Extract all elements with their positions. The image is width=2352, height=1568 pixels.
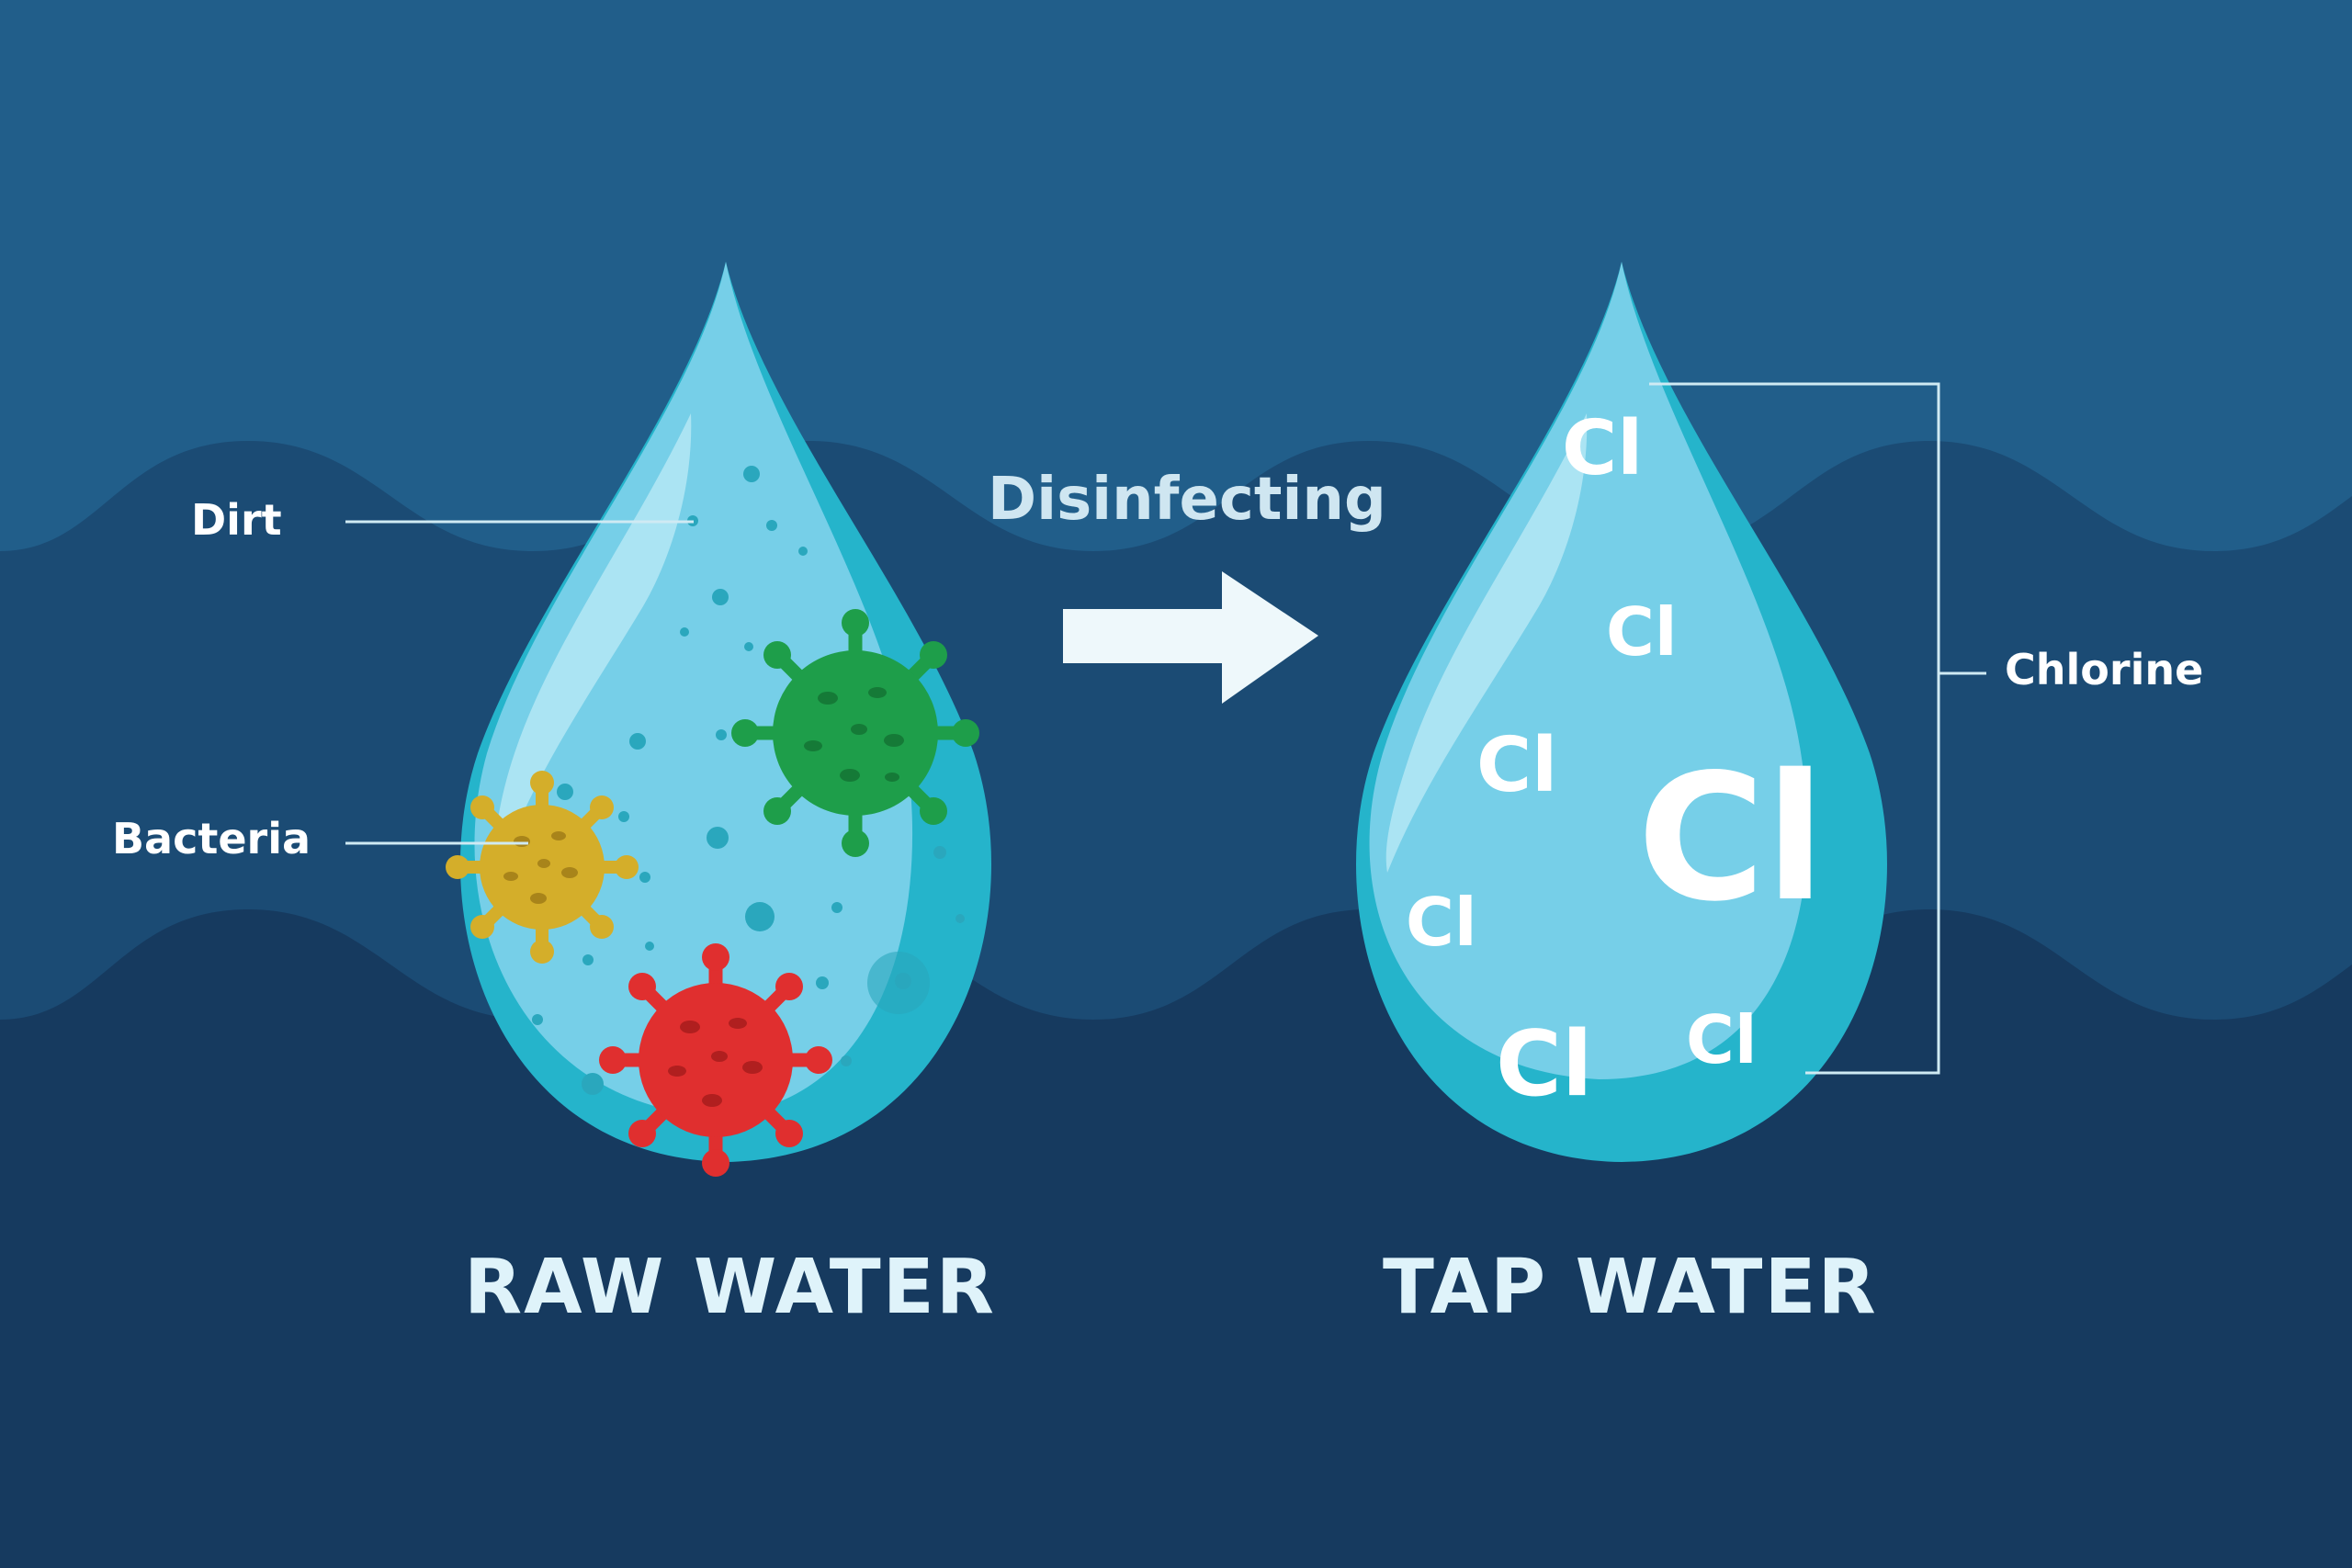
tap-drop-highlight — [1385, 413, 1588, 873]
tap-drop-body — [1369, 262, 1808, 1079]
bacteria-icon-yellow — [446, 771, 639, 964]
background-wave-bottom — [0, 909, 2352, 1568]
arrow-right-icon — [1063, 571, 1318, 704]
raw-drop-highlight — [494, 413, 692, 882]
dirt-particles — [532, 466, 965, 1095]
chlorine-bracket — [1649, 382, 1940, 1075]
raw-water-drop — [446, 262, 992, 1177]
bacteria-icon-red — [599, 943, 832, 1177]
bacteria-icon-green — [731, 609, 979, 857]
tap-water-drop — [1355, 262, 1888, 1162]
